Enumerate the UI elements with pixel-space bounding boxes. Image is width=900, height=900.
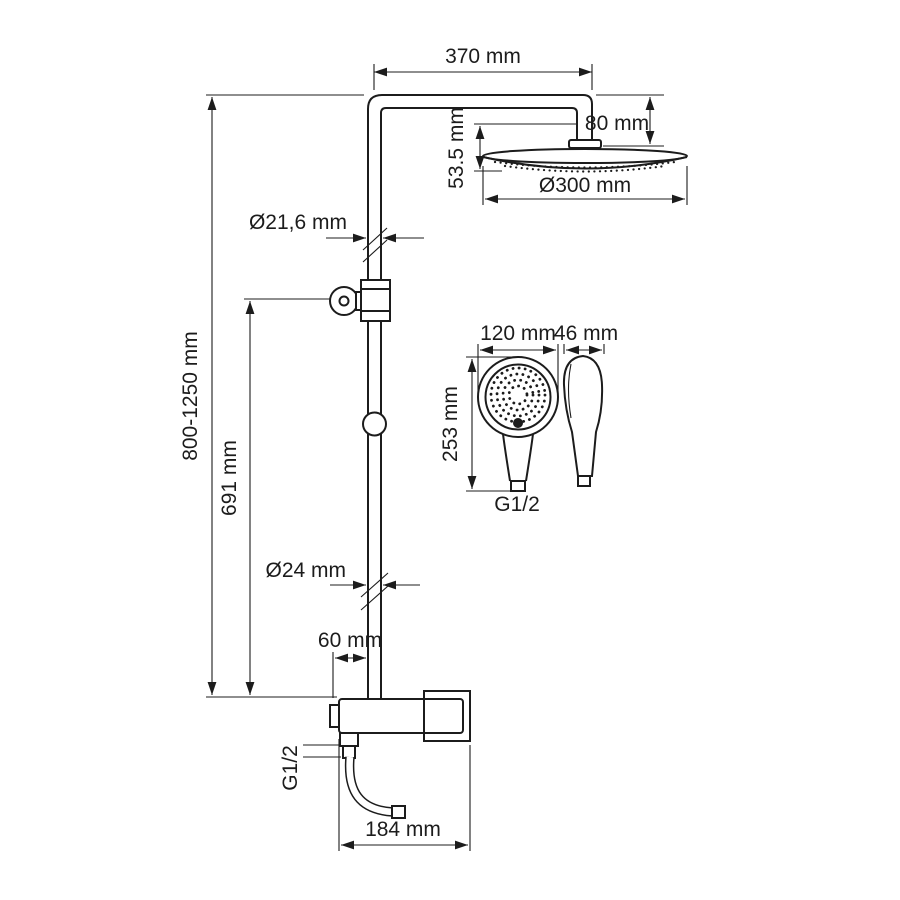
hose-outlet-fitting xyxy=(339,732,359,747)
dim-outlet-offset: 60 mm xyxy=(318,629,382,698)
dim-handshower-depth: 46 mm xyxy=(554,322,618,355)
handshower-thread-nub xyxy=(510,480,526,492)
dim-lower-pipe-diameter: Ø24 mm xyxy=(265,559,420,611)
dim-head-thickness-label: 53.5 mm xyxy=(445,107,468,189)
dim-handshower-length-label: 253 mm xyxy=(439,386,462,462)
dim-head-drop-label: 80 mm xyxy=(585,112,649,135)
dim-inlet-thread: G1/2 xyxy=(279,744,341,791)
dim-lower-pipe-diameter-label: Ø24 mm xyxy=(265,559,346,582)
dim-overall-height: 800-1250 mm xyxy=(179,94,364,698)
wall-bracket xyxy=(329,279,391,322)
dim-outlet-offset-label: 60 mm xyxy=(318,629,382,652)
dim-handshower-length: 253 mm xyxy=(439,356,512,492)
hose-end-nut xyxy=(391,805,406,819)
dim-head-thickness: 53.5 mm xyxy=(445,107,577,189)
pipe-collar xyxy=(360,279,391,322)
shower-column-pipe xyxy=(367,94,593,699)
dim-upper-pipe-diameter-label: Ø21,6 mm xyxy=(249,211,347,234)
rain-shower-head xyxy=(482,139,688,173)
dim-handshower-depth-label: 46 mm xyxy=(554,322,618,345)
slider-holder xyxy=(362,411,387,437)
dim-inlet-thread-label: G1/2 xyxy=(279,745,302,791)
mixer-left-port xyxy=(329,704,340,728)
handshower-face xyxy=(484,363,552,431)
dim-mixer-width: 184 mm xyxy=(338,739,471,851)
dim-overall-height-label: 800-1250 mm xyxy=(179,331,202,461)
handshower-head-outline xyxy=(477,356,559,438)
head-connector-flange xyxy=(568,139,602,149)
handshower-mode-button xyxy=(513,418,523,428)
dim-mixer-width-label: 184 mm xyxy=(365,818,441,841)
mixer-body xyxy=(329,690,471,759)
dim-arm-width: 370 mm xyxy=(373,45,593,90)
dim-handshower-thread: G1/2 xyxy=(494,493,540,516)
dim-head-diameter: Ø300 mm xyxy=(482,166,688,205)
dim-handshower-width-label: 120 mm xyxy=(480,322,556,345)
hand-shower-side-view xyxy=(562,354,604,487)
dim-upper-pipe-diameter: Ø21,6 mm xyxy=(249,211,424,263)
shower-hose xyxy=(344,756,406,819)
dim-head-diameter-label: Ø300 mm xyxy=(539,174,631,197)
dim-head-drop: 80 mm xyxy=(585,94,664,147)
dim-handshower-thread-label: G1/2 xyxy=(494,493,540,516)
dim-handshower-width: 120 mm xyxy=(477,322,559,392)
mixer-housing xyxy=(338,698,464,734)
dim-bracket-span-label: 691 mm xyxy=(218,440,241,516)
hand-shower-front-view xyxy=(477,356,559,492)
handshower-handle xyxy=(502,433,511,482)
dim-bracket-span: 691 mm xyxy=(218,298,330,695)
dim-arm-width-label: 370 mm xyxy=(445,45,521,68)
head-disc xyxy=(482,148,688,164)
